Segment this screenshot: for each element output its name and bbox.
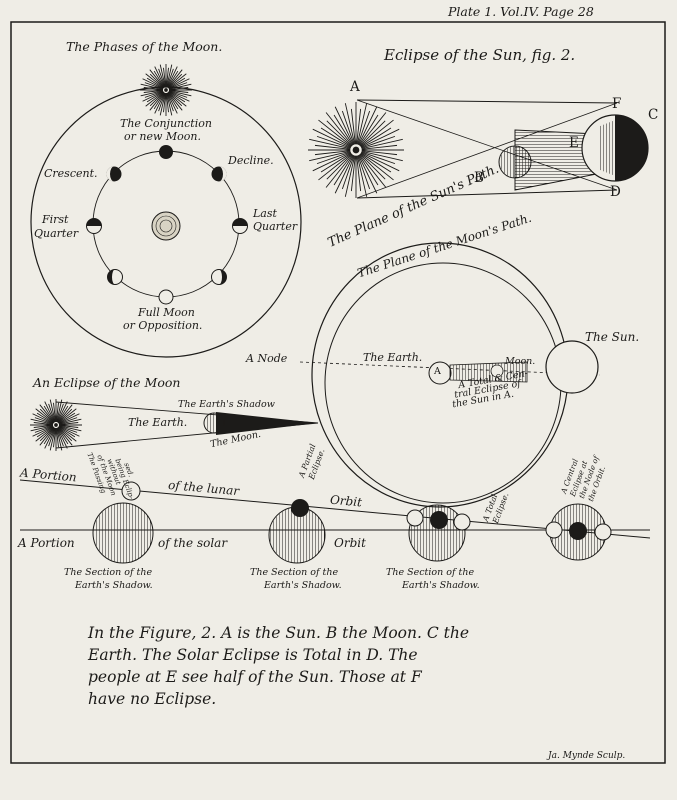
conjunction-label-1: The Conjunction	[120, 117, 212, 130]
label-f: F	[612, 96, 622, 112]
plate-reference: Plate 1. Vol.IV. Page 28	[448, 4, 594, 19]
phases-diagram	[30, 64, 302, 358]
lunar-eclipse-title: An Eclipse of the Moon	[33, 375, 181, 390]
waning-gibbous-moon-icon	[211, 269, 227, 285]
moon-icon	[430, 511, 448, 529]
conjunction-label-2: or new Moon.	[124, 130, 201, 143]
lunar-the-earth-label: The Earth.	[128, 416, 188, 429]
section-label-1b: Earth's Shadow.	[75, 580, 153, 591]
earth-shadow-label: The Earth's Shadow	[178, 399, 275, 410]
section-label-1a: The Section of the	[64, 567, 153, 578]
phases-outer-circle	[30, 86, 302, 358]
moon-icon	[291, 499, 309, 517]
caption-line-2: Earth. The Solar Eclipse is Total in D. …	[88, 646, 418, 664]
first-quarter-label-2: Quarter	[34, 227, 79, 240]
first-quarter-label-1: First	[42, 213, 69, 226]
crescent-moon-icon	[106, 166, 122, 182]
the-sun-label: The Sun.	[585, 330, 640, 344]
label-d: D	[610, 184, 621, 200]
label-e: E	[569, 135, 579, 151]
solar-of-the-label: of the solar	[158, 536, 228, 550]
caption-line-1: In the Figure, 2. A is the Sun. B the Mo…	[88, 624, 469, 642]
label-a: A	[350, 79, 360, 95]
sun-circle-icon	[545, 340, 599, 394]
earth-icon	[203, 412, 225, 434]
waxing-gibbous-moon-icon	[107, 269, 123, 285]
caption-line-4: have no Eclipse.	[88, 690, 217, 708]
solar-portion-label: A Portion	[18, 536, 75, 550]
lunar-eclipse-diagram	[30, 399, 319, 451]
moon-icon	[490, 364, 504, 378]
moon-icon	[121, 481, 141, 501]
last-quarter-moon-icon	[232, 218, 248, 234]
decline-label: Decline.	[228, 154, 274, 167]
section-label-2a: The Section of the	[250, 567, 339, 578]
moon-icon	[569, 522, 587, 540]
full-moon-label-1: Full Moon	[138, 306, 195, 319]
crescent-label: Crescent.	[44, 167, 98, 180]
the-earth-label: The Earth.	[363, 351, 423, 364]
first-quarter-moon-icon	[86, 218, 102, 234]
caption-line-3: people at E see half of the Sun. Those a…	[88, 668, 422, 686]
section-label-3b: Earth's Shadow.	[402, 580, 480, 591]
moon-label: Moon.	[505, 356, 536, 367]
lunar-orbit-label: Orbit	[329, 492, 363, 510]
moon-icon	[498, 145, 532, 179]
orbit-planes-diagram	[299, 242, 601, 508]
solar-orbit-label: Orbit	[334, 536, 366, 550]
section-label-2b: Earth's Shadow.	[264, 580, 342, 591]
decline-moon-icon	[211, 166, 227, 182]
label-b: B	[474, 170, 484, 186]
last-quarter-label-2: Quarter	[253, 220, 298, 233]
solar-eclipse-diagram	[308, 99, 649, 199]
plate-border	[10, 21, 666, 764]
section-label-3a: The Section of the	[386, 567, 475, 578]
a-letter-label: A	[434, 366, 441, 377]
orbit-sections-diagram	[19, 479, 651, 564]
engraver-signature: Ja. Mynde Sculp.	[548, 751, 626, 761]
label-c: C	[648, 107, 659, 123]
sun-icon	[308, 102, 404, 198]
solar-eclipse-title: Eclipse of the Sun, fig. 2.	[384, 46, 576, 64]
sun-icon	[30, 399, 82, 451]
caption: In the Figure, 2. A is the Sun. B the Mo…	[88, 622, 608, 710]
phases-title: The Phases of the Moon.	[66, 39, 223, 54]
node-label: A Node	[246, 352, 288, 365]
new-moon-icon	[159, 145, 173, 159]
sun-icon	[140, 64, 192, 116]
full-moon-label-2: or Opposition.	[123, 319, 203, 332]
last-quarter-label-1: Last	[253, 207, 277, 220]
earth-shadow-section	[92, 502, 154, 564]
full-moon-icon	[158, 289, 174, 305]
